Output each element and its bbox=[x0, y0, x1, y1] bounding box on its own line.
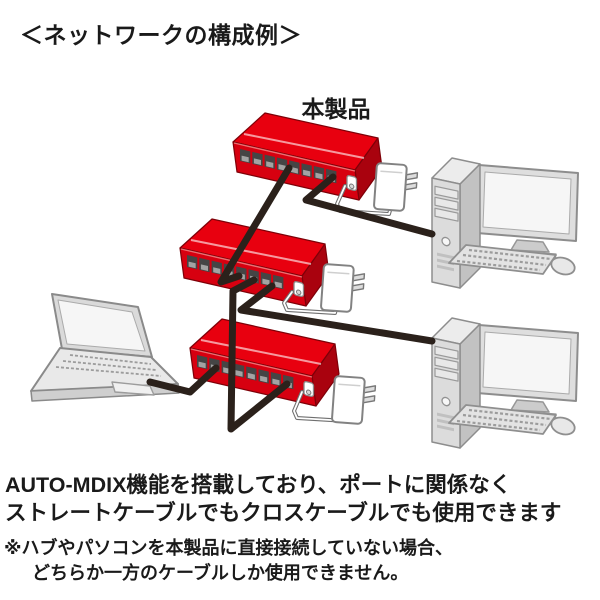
laptop bbox=[30, 293, 180, 402]
lan-cable-laptop-to-bottom bbox=[146, 364, 220, 396]
desktop-pc-bottom-right bbox=[430, 316, 580, 450]
laptop-touchpad bbox=[111, 381, 155, 396]
product-label: 本製品 bbox=[302, 96, 371, 122]
lan-cable-middle-to-pc bbox=[237, 282, 436, 345]
desktop-pc-top-right bbox=[430, 156, 580, 290]
page-title: ＜ネットワークの構成例＞ bbox=[20, 22, 302, 48]
note-line1: ※ハブやパソコンを本製品に直接接続していない場合、 bbox=[4, 538, 453, 558]
lan-cable-middle-to-bottom bbox=[227, 276, 291, 433]
product-switch-bottom bbox=[189, 318, 340, 407]
description-line2: ストレートケーブルでもクロスケーブルでも使用できます bbox=[5, 500, 562, 525]
description-line1: AUTO-MDIX機能を搭載しており、ポートに関係なく bbox=[5, 473, 512, 497]
lan-cable-top-to-pc bbox=[302, 173, 436, 238]
ac-adapter-bottom bbox=[330, 375, 377, 426]
description-text: AUTO-MDIX機能を搭載しており、ポートに関係なく ストレートケーブルでもク… bbox=[5, 472, 599, 528]
network-diagram: 本製品 bbox=[30, 96, 580, 450]
ac-adapter-top bbox=[372, 162, 419, 213]
product-switch-top bbox=[232, 112, 383, 201]
lan-cable-top-to-middle bbox=[217, 164, 293, 286]
note-text: ※ハブやパソコンを本製品に直接接続していない場合、 どちらか一方のケーブルしか使… bbox=[4, 536, 598, 586]
ac-adapter-middle bbox=[319, 263, 366, 314]
note-line2: どちらか一方のケーブルしか使用できません。 bbox=[32, 562, 409, 583]
